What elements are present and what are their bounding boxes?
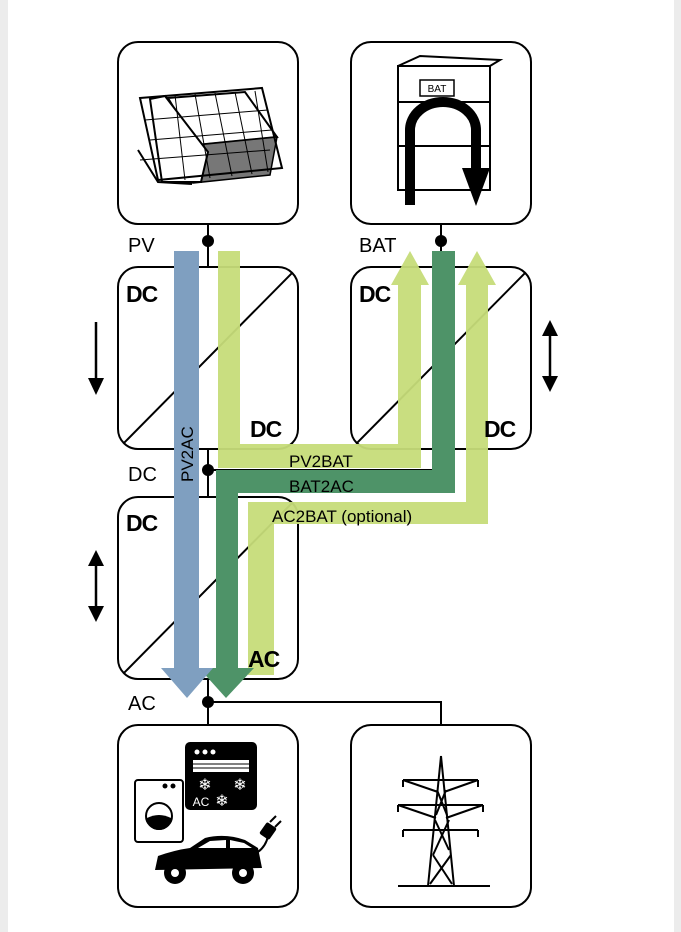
grid-box — [350, 724, 532, 908]
conv2-dc-out-label: DC — [484, 416, 516, 442]
conv1-dc-out-label: DC — [250, 416, 282, 442]
flow-pv2bat — [218, 251, 429, 468]
solar-panel-icon — [137, 86, 284, 185]
air-conditioner-icon: ❄ ❄ ❄ AC — [185, 742, 257, 810]
pv2ac-label: PV2AC — [178, 426, 197, 482]
pv2bat-label: PV2BAT — [289, 452, 353, 471]
svg-text:❄: ❄ — [233, 777, 246, 794]
washing-machine-icon — [134, 779, 184, 843]
converter-pv-dcdc — [117, 266, 299, 450]
conv2-dc-in-label: DC — [359, 281, 391, 307]
battery-icon: BAT — [397, 54, 504, 206]
pv-node-label: PV — [128, 235, 155, 257]
ac-unit-label: AC — [193, 795, 210, 809]
bidirectional-arrow-icon — [542, 320, 558, 392]
dc-node-label: DC — [128, 464, 157, 486]
bidirectional-arrow-icon — [88, 550, 104, 622]
power-pylon-icon — [397, 755, 490, 887]
svg-text:❄: ❄ — [198, 777, 211, 794]
ac2bat-label: AC2BAT (optional) — [272, 507, 412, 526]
flow-ac2bat — [248, 251, 496, 675]
ac-node-label: AC — [128, 693, 156, 715]
svg-text:❄: ❄ — [215, 793, 228, 810]
battery-label: BAT — [428, 84, 447, 95]
bat-node-label: BAT — [359, 235, 396, 257]
consumers-box: ❄ ❄ ❄ AC — [117, 724, 299, 908]
battery-box: BAT — [350, 41, 532, 225]
electric-car-icon — [155, 815, 282, 884]
flow-pv2ac — [161, 251, 213, 698]
conv3-dc-in-label: DC — [126, 510, 158, 536]
charge-cycle-arrow-icon — [405, 97, 481, 205]
bat2ac-label: BAT2AC — [289, 477, 354, 496]
down-arrow-icon — [88, 322, 104, 395]
conv3-ac-out-label: AC — [248, 646, 280, 672]
flow-bat2ac — [199, 251, 455, 698]
conv1-dc-in-label: DC — [126, 281, 158, 307]
junction-dots — [202, 235, 447, 708]
pv-module-box — [117, 41, 299, 225]
